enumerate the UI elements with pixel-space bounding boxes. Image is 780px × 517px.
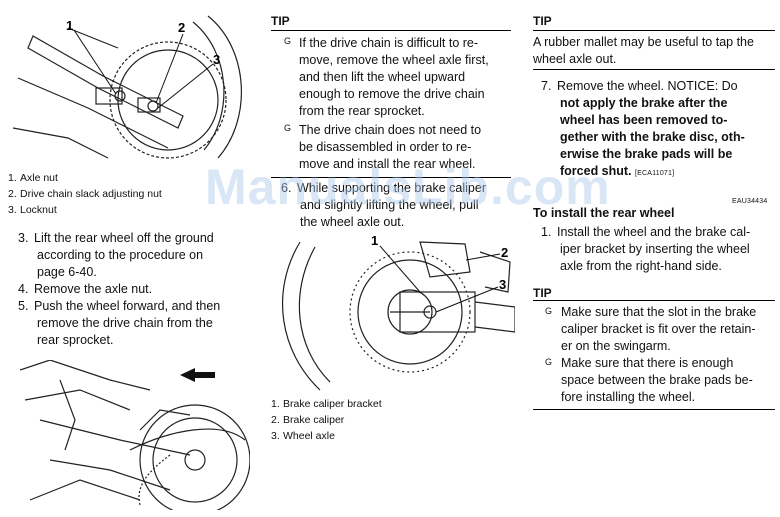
fig3-caption-item: 2.Brake caliper	[271, 414, 345, 426]
fig1-callout-2: 2	[178, 20, 185, 35]
notice-code: [ECA11071]	[635, 170, 675, 177]
section-code: EAU34434	[732, 198, 768, 205]
fig1-caption-item: 1.Axle nut	[8, 172, 58, 184]
step-7: 7.Remove the wheel. NOTICE: Do not apply…	[541, 79, 745, 178]
install-step-1: 1.Install the wheel and the brake cal- i…	[541, 225, 751, 273]
tip-bullet-text: If the drive chain is difficult to re- m…	[299, 36, 489, 118]
step-6: 6.While supporting the brake caliper and…	[281, 181, 486, 229]
fig1-captions: 1.Axle nut 2.Drive chain slack adjusting…	[8, 170, 248, 218]
tip-bullet-text: Make sure that the slot in the brake cal…	[561, 305, 757, 353]
fig1-callout-1: 1	[66, 18, 73, 33]
tip-bullet-marker: G	[284, 36, 292, 46]
fig1-caption-item: 2.Drive chain slack adjusting nut	[8, 188, 162, 200]
fig1-caption-item: 3.Locknut	[8, 204, 57, 216]
tip2-heading-col3: TIP	[533, 286, 552, 300]
chain-adjuster-illustration: 1 2 3	[12, 15, 242, 159]
figure-brake-caliper: 1 2 3	[280, 232, 515, 392]
brake-caliper-illustration: 1 2 3	[282, 233, 515, 391]
tip-bullet-marker: G	[284, 123, 292, 133]
tip-box-col2: G If the drive chain is difficult to re-…	[271, 30, 511, 178]
tip-heading-col2: TIP	[271, 14, 290, 28]
step-4: 4.Remove the axle nut.	[18, 282, 153, 296]
fig3-caption-item: 3.Wheel axle	[271, 430, 335, 442]
figure-chain-adjuster: 1 2 3	[8, 8, 248, 168]
section-heading: To install the rear wheel	[533, 206, 675, 220]
fig3-caption-item: 1.Brake caliper bracket	[271, 398, 382, 410]
remove-chain-illustration	[20, 360, 250, 510]
steps-3-to-5: 3.Lift the rear wheel off the ground acc…	[18, 230, 253, 349]
tip1-box-col3: A rubber mallet may be useful to tap the…	[533, 30, 775, 70]
tip-bullet-marker: G	[545, 357, 553, 367]
fig3-callout-2: 2	[501, 245, 508, 260]
tip2-box-col3: G Make sure that the slot in the brake c…	[533, 300, 775, 410]
tip-bullet-text: Make sure that there is enough space bet…	[561, 356, 753, 404]
watermark: ManualsLib.com	[205, 159, 611, 215]
fig3-captions: 1.Brake caliper bracket 2.Brake caliper …	[271, 396, 511, 444]
tip-bullet-marker: G	[545, 306, 553, 316]
step-3: 3.Lift the rear wheel off the ground acc…	[18, 231, 214, 279]
figure-remove-chain	[20, 360, 250, 510]
arrow-left-icon	[180, 368, 215, 382]
fig1-callout-3: 3	[213, 52, 220, 67]
tip-bullet-text: The drive chain does not need to be disa…	[299, 123, 482, 171]
fig3-callout-3: 3	[499, 277, 506, 292]
step-5: 5.Push the wheel forward, and then remov…	[18, 299, 221, 347]
tip1-heading-col3: TIP	[533, 14, 552, 28]
fig3-callout-1: 1	[371, 233, 378, 248]
